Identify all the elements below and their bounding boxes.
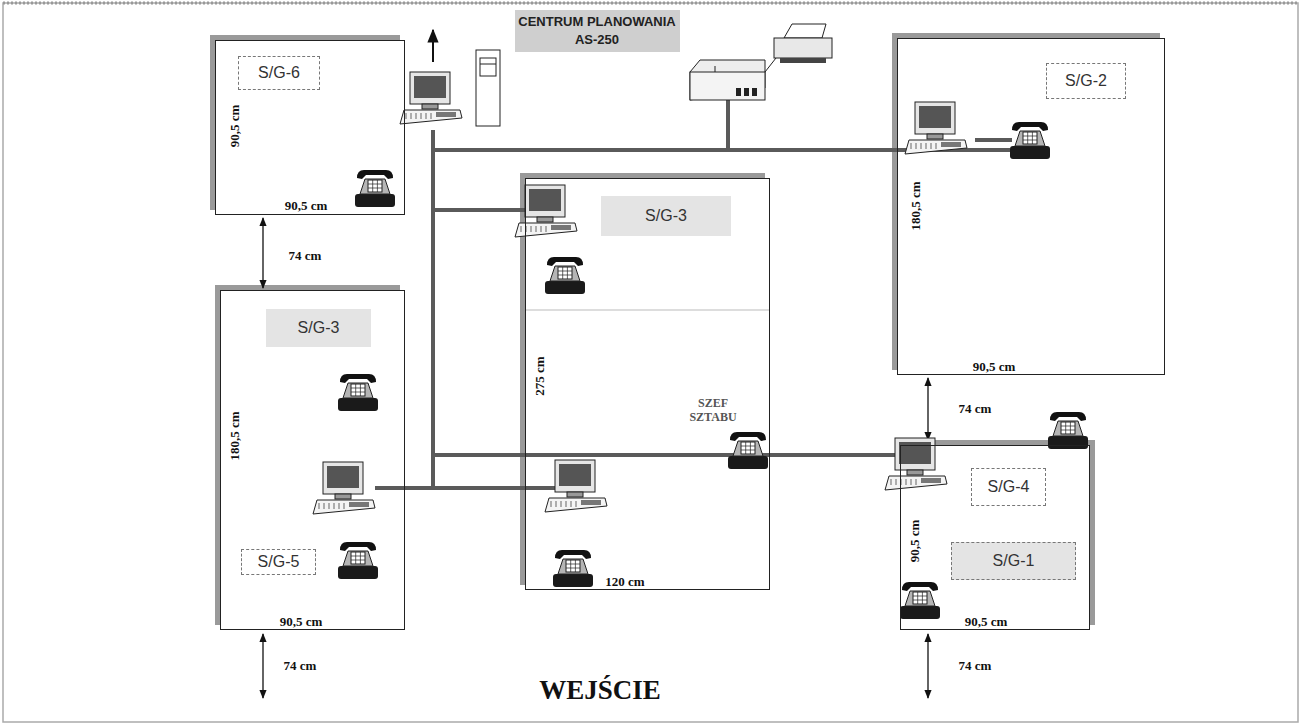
tower-computer xyxy=(476,50,500,126)
center-title: AS-250 xyxy=(575,32,619,47)
network-router xyxy=(690,60,765,100)
network-cable xyxy=(975,138,1012,142)
dimension-arrow xyxy=(927,634,928,698)
telephone-icon xyxy=(545,257,585,294)
station-code: S/G-2 xyxy=(1065,72,1107,90)
station-label-box: S/G-5 xyxy=(241,549,316,575)
station-code: S/G-3 xyxy=(298,319,340,337)
computer-workstation xyxy=(313,462,375,514)
dimension-label: 90,5 cm xyxy=(280,615,323,628)
table-top xyxy=(897,38,1165,375)
network-cable xyxy=(431,130,435,490)
station-label-box: S/G-3 xyxy=(601,196,731,236)
table-top xyxy=(525,178,770,590)
dimension-label: 90,5 cm xyxy=(908,520,921,563)
page-frame xyxy=(3,3,1298,722)
station-label-box: S/G-3 xyxy=(266,309,371,347)
station-code: S/G-6 xyxy=(258,64,300,82)
table-top xyxy=(215,40,405,215)
desk-table: 275 cm SZEF SZTABU 120 cm S/G-3 xyxy=(525,178,770,590)
dimension-label: 74 cm xyxy=(284,659,317,672)
desk-table: 180,5 cm 90,5 cm S/G-3S/G-5 xyxy=(220,290,405,630)
desk-table: 90,5 cm 90,5 cm S/G-4S/G-1 xyxy=(900,445,1090,630)
dimension-label: 74 cm xyxy=(959,402,992,415)
network-cable xyxy=(726,100,730,150)
uplink-arrow xyxy=(432,30,434,62)
telephone-icon xyxy=(338,374,378,411)
dimension-label: 90,5 cm xyxy=(228,105,241,148)
table-top xyxy=(900,445,1090,630)
dimension-label: 275 cm xyxy=(533,356,546,395)
station-code: S/G-3 xyxy=(645,207,687,225)
page-frame-top xyxy=(3,2,1298,5)
dimension-arrow xyxy=(262,634,263,698)
dimension-arrow xyxy=(927,378,928,440)
station-label-box: S/G-1 xyxy=(951,542,1076,580)
dimension-label: 90,5 cm xyxy=(285,199,328,212)
planning-center-band: CENTRUM PLANOWANIA AS-250 xyxy=(515,10,680,52)
telephone-icon xyxy=(355,170,395,207)
station-label-box: S/G-6 xyxy=(238,56,320,90)
dimension-label: 180,5 cm xyxy=(909,181,922,230)
telephone-icon xyxy=(553,550,593,587)
dimension-label: 74 cm xyxy=(289,249,322,262)
station-code: S/G-5 xyxy=(258,553,300,571)
telephone-icon xyxy=(1048,412,1088,449)
table-divider xyxy=(526,310,769,311)
printer xyxy=(765,24,832,72)
entrance-label: WEJŚCIE xyxy=(539,675,661,706)
position-label: SZEF SZTABU xyxy=(681,397,745,425)
computer-workstation xyxy=(545,460,607,512)
station-code: S/G-1 xyxy=(993,552,1035,570)
telephone-icon xyxy=(338,542,378,579)
computer-workstation xyxy=(400,72,462,124)
station-label-box: S/G-4 xyxy=(971,468,1046,506)
dimension-label: 180,5 cm xyxy=(228,411,241,460)
desk-table: 180,5 cm 90,5 cm S/G-2 xyxy=(897,38,1165,375)
desk-table: 90,5 cm 90,5 cm S/G-6 xyxy=(215,40,405,215)
network-cable xyxy=(433,208,528,212)
station-code: S/G-4 xyxy=(988,478,1030,496)
dimension-label: 120 cm xyxy=(605,575,644,588)
dimension-label: 74 cm xyxy=(959,659,992,672)
telephone-icon xyxy=(900,582,940,619)
telephone-icon xyxy=(728,432,768,469)
dimension-arrow xyxy=(262,218,263,288)
dimension-label: 90,5 cm xyxy=(973,360,1016,373)
computer-workstation xyxy=(905,102,967,154)
center-title: CENTRUM PLANOWANIA xyxy=(518,14,675,29)
table-top xyxy=(220,290,405,630)
telephone-icon xyxy=(1010,122,1050,159)
network-cable xyxy=(433,453,905,457)
station-label-box: S/G-2 xyxy=(1046,63,1126,99)
dimension-label: 90,5 cm xyxy=(965,615,1008,628)
